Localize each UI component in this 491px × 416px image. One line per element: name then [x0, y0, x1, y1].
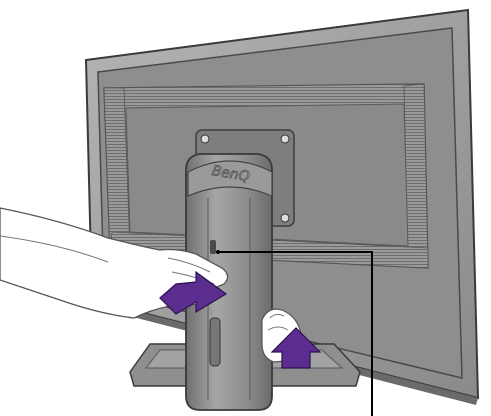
cable-clip: [210, 318, 220, 366]
mount-screw-icon: [201, 135, 209, 143]
release-button-icon: [210, 240, 216, 254]
mount-screw-icon: [281, 135, 289, 143]
mount-screw-icon: [281, 214, 289, 222]
callout-dot: [216, 250, 220, 254]
